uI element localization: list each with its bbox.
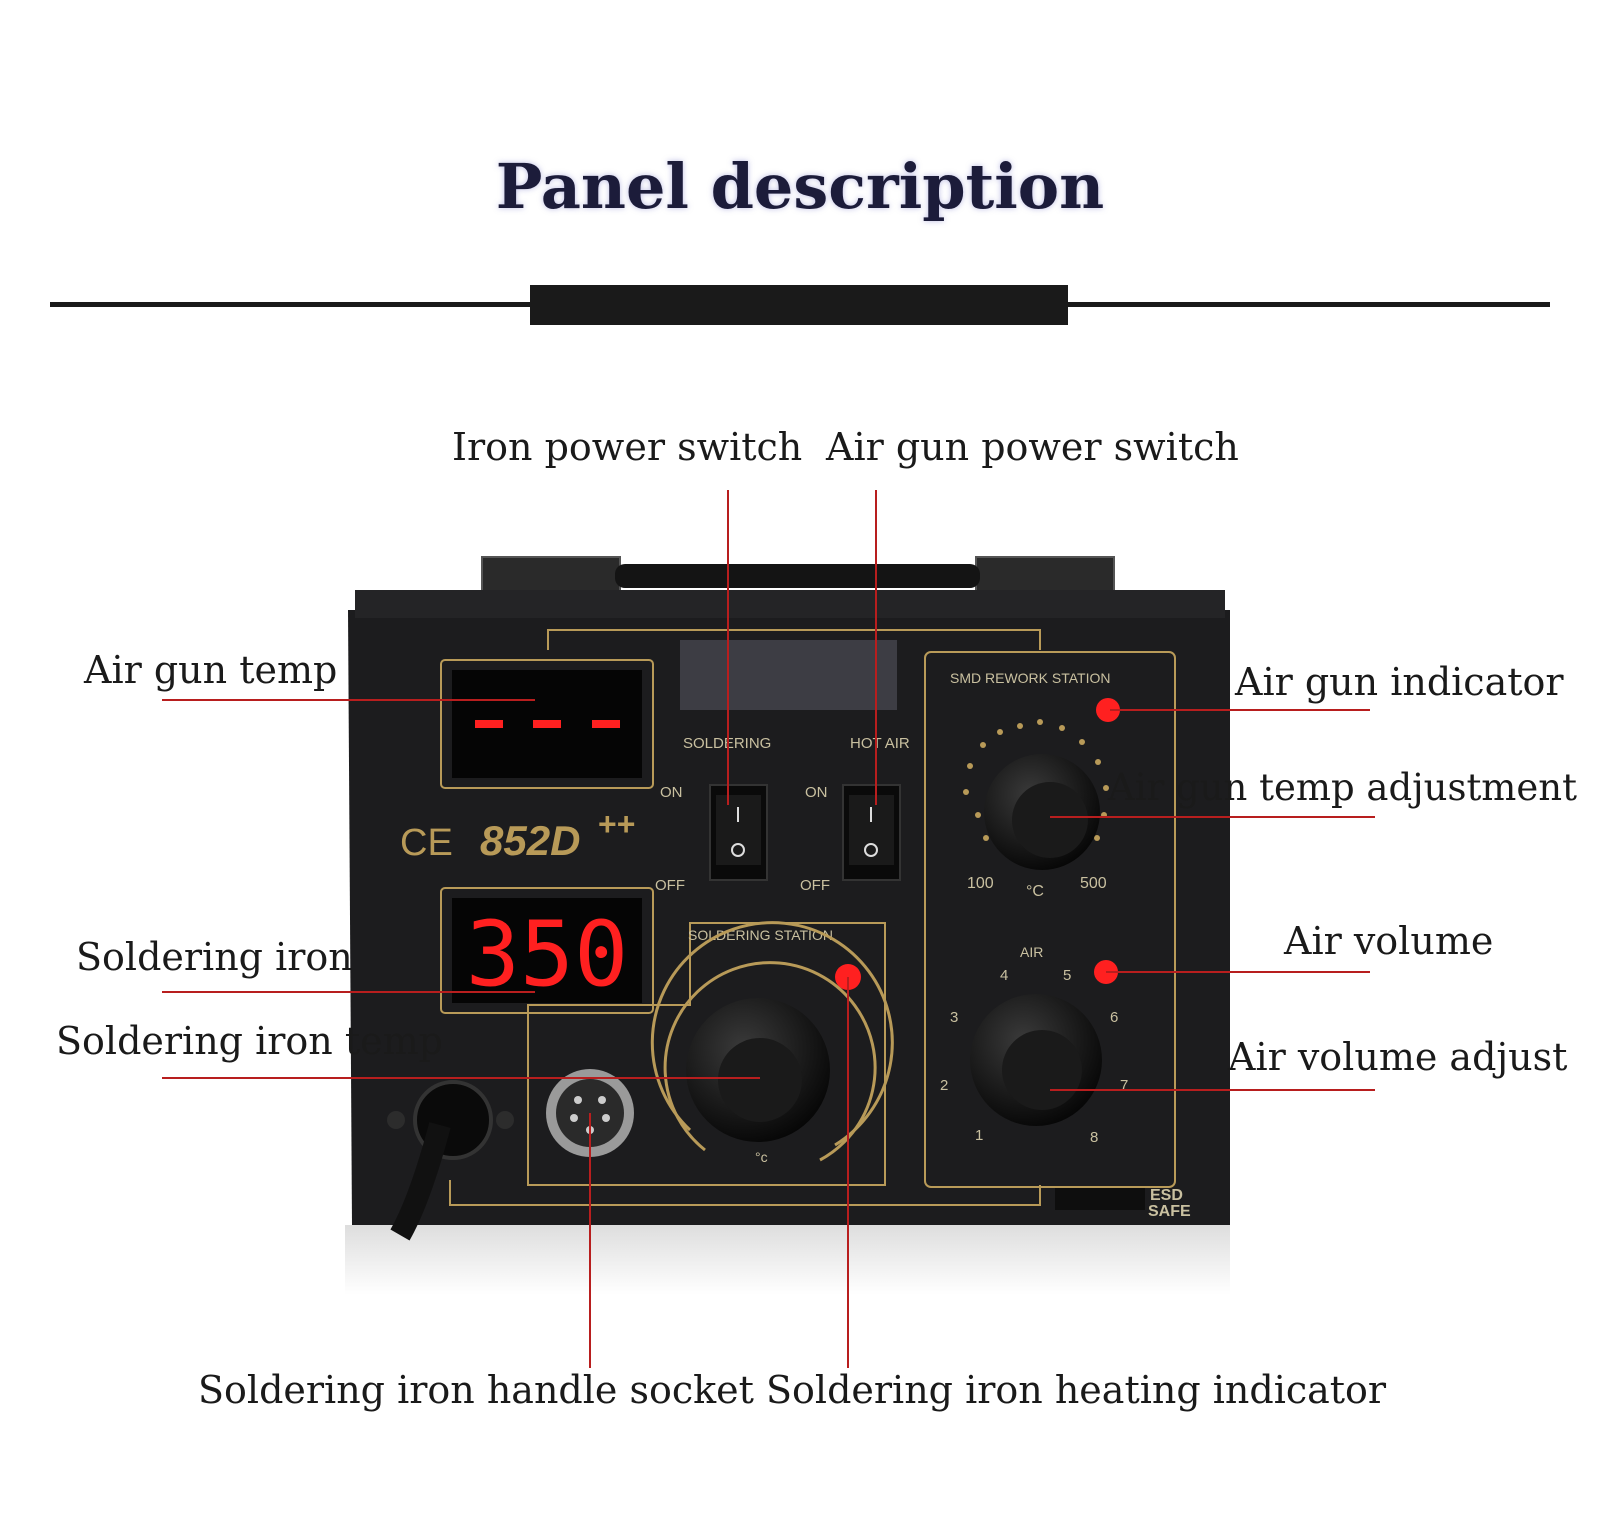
air-gun-power-switch[interactable] xyxy=(842,784,901,881)
air-gun-indicator-led xyxy=(1096,698,1120,722)
air-on-label: ON xyxy=(805,784,828,801)
leader-lines xyxy=(162,490,1375,1368)
callout-heating-indicator: Soldering iron heating indicator xyxy=(766,1368,1387,1412)
page-title: Panel description xyxy=(495,150,1105,223)
ce-mark: CE xyxy=(400,822,453,864)
callout-air-gun-temp-adjustment: Air gun temp adjustment xyxy=(1108,766,1577,809)
iron-temp-unit-label: °c xyxy=(755,1149,768,1165)
smd-station-label: SMD REWORK STATION xyxy=(950,670,1110,686)
air-label: AIR xyxy=(1020,944,1043,960)
device-top-edge xyxy=(355,590,1225,618)
reflection xyxy=(345,1225,1230,1295)
callout-air-gun-indicator: Air gun indicator xyxy=(1235,660,1564,704)
air-volume-scale: 1 2 3 4 5 6 7 8 xyxy=(940,967,1128,1146)
svg-text:3: 3 xyxy=(950,1009,958,1026)
air-off-label: OFF xyxy=(800,877,830,894)
svg-text:7: 7 xyxy=(1120,1077,1128,1094)
callout-air-gun-temp: Air gun temp xyxy=(84,648,338,692)
temp-min-label: 100 xyxy=(967,875,994,892)
callout-air-volume-adjust: Air volume adjust xyxy=(1228,1035,1568,1079)
panel-trim xyxy=(449,629,1176,1206)
esd-label-line1: ESD xyxy=(1150,1187,1183,1204)
temp-unit-label: °C xyxy=(1026,883,1044,900)
hotair-switch-label: HOT AIR xyxy=(850,735,910,752)
iron-power-switch[interactable] xyxy=(709,784,768,881)
obscured-badge xyxy=(1055,1188,1145,1210)
hot-air-hose xyxy=(387,1080,514,1241)
esd-label-line2: SAFE xyxy=(1148,1203,1191,1220)
title-underline-bar xyxy=(530,285,1068,325)
iron-display-value: 350 xyxy=(466,902,629,1007)
svg-text:8: 8 xyxy=(1090,1129,1098,1146)
temp-max-label: 500 xyxy=(1080,875,1107,892)
svg-text:2: 2 xyxy=(940,1077,948,1094)
callout-air-volume: Air volume xyxy=(1284,919,1494,963)
soldering-station-label: SOLDERING STATION xyxy=(688,927,833,943)
callout-air-gun-power-switch: Air gun power switch xyxy=(826,425,1239,469)
obscured-label xyxy=(680,640,897,710)
svg-text:1: 1 xyxy=(975,1127,983,1144)
callout-soldering-iron-temp: Soldering iron temp xyxy=(56,1019,443,1063)
svg-text:5: 5 xyxy=(1063,967,1071,984)
air-temp-dial-dots xyxy=(963,719,1109,841)
callout-handle-socket: Soldering iron handle socket xyxy=(198,1368,754,1412)
svg-text:4: 4 xyxy=(1000,967,1008,984)
iron-on-label: ON xyxy=(660,784,683,801)
iron-off-label: OFF xyxy=(655,877,685,894)
model-name: 852D xyxy=(480,817,580,864)
iron-display: 350 xyxy=(440,887,654,1014)
callout-iron-power-switch: Iron power switch xyxy=(452,425,803,469)
air-gun-display xyxy=(440,659,654,789)
svg-text:6: 6 xyxy=(1110,1009,1118,1026)
model-suffix: ++ xyxy=(598,806,635,842)
callout-soldering-iron: Soldering iron xyxy=(76,935,353,979)
